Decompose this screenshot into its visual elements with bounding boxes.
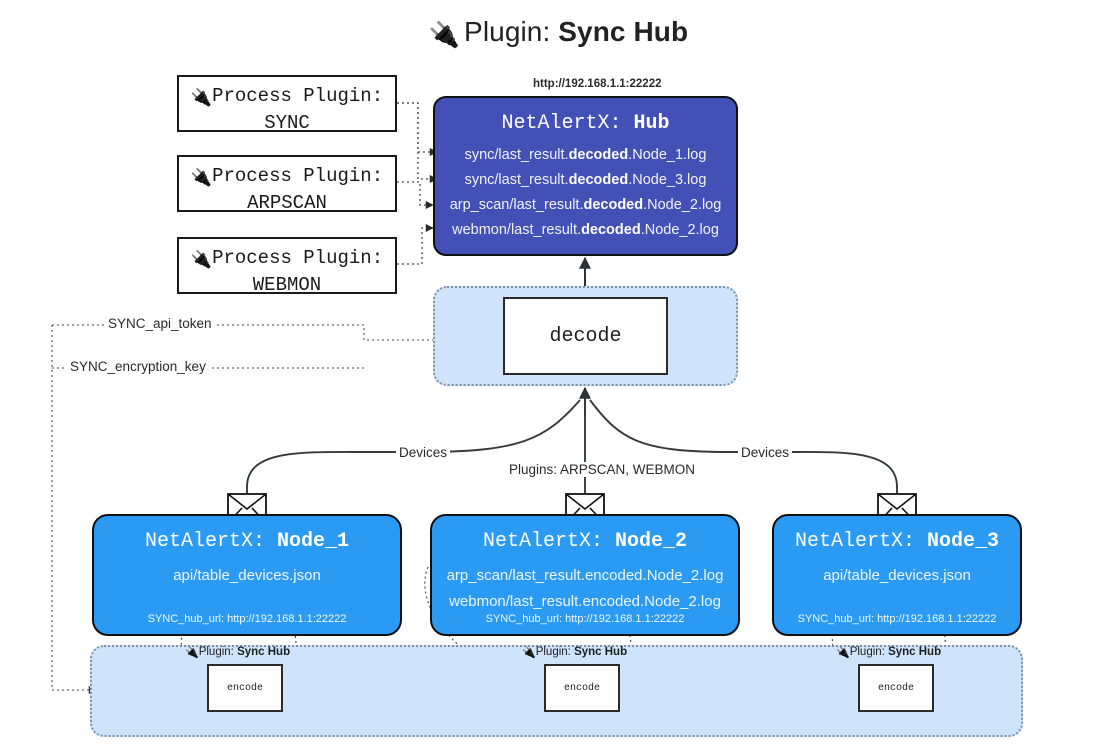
node-line: arp_scan/last_result.encoded.Node_2.log xyxy=(446,567,724,584)
process-plugin-label: Process Plugin: xyxy=(212,85,384,107)
page-title-prefix: Plugin: xyxy=(464,16,559,47)
process-plugin-name: WEBMON xyxy=(252,274,322,297)
label-sync-encryption-key: SYNC_encryption_key xyxy=(67,359,209,374)
node-footer: SYNC_hub_url: http://192.168.1.1:22222 xyxy=(797,613,997,625)
hub-log-pre: arp_scan/last_result. xyxy=(449,196,584,213)
page-title: 🔌Plugin: Sync Hub xyxy=(0,16,1117,50)
node-line: api/table_devices.json xyxy=(823,567,971,584)
node-title-name: Node_1 xyxy=(277,530,350,553)
plug-icon: 🔌 xyxy=(190,90,213,109)
node-1[interactable]: NetAlertX: Node_1 api/table_devices.json… xyxy=(92,514,402,636)
hub-log-line: sync/last_result.decoded.Node_1.log xyxy=(435,143,736,168)
encode-caption-1: 🔌Plugin: Sync Hub xyxy=(185,646,290,659)
hub-log-post: .Node_1.log xyxy=(628,147,707,163)
hub-log-post: .Node_2.log xyxy=(640,221,719,238)
process-plugin-label: Process Plugin: xyxy=(212,165,384,187)
hub-log-pre: sync/last_result. xyxy=(464,147,569,163)
node-line: webmon/last_result.encoded.Node_2.log xyxy=(449,593,721,611)
hub-node[interactable]: NetAlertX: Hub sync/last_result.decoded.… xyxy=(433,96,738,256)
node-line: api/table_devices.json xyxy=(173,567,321,584)
encode-caption-name: Sync Hub xyxy=(574,646,628,658)
node-footer: SYNC_hub_url: http://192.168.1.1:22222 xyxy=(147,613,347,625)
hub-title-prefix: NetAlertX: xyxy=(501,112,634,135)
hub-log-bold: decoded xyxy=(581,221,641,238)
encode-box-1[interactable]: encode xyxy=(207,664,283,712)
label-sync-api-token: SYNC_api_token xyxy=(105,316,215,331)
plug-icon: 🔌 xyxy=(836,647,850,659)
hub-log-pre: webmon/last_result. xyxy=(452,221,582,238)
node-title-name: Node_2 xyxy=(615,530,688,553)
node-title-prefix: NetAlertX: xyxy=(144,530,277,553)
plug-icon: 🔌 xyxy=(190,170,213,189)
process-plugin-label: Process Plugin: xyxy=(212,247,384,269)
hub-log-post: .Node_2.log xyxy=(643,196,722,213)
plug-icon: 🔌 xyxy=(428,21,461,49)
encode-box-3[interactable]: encode xyxy=(858,664,934,712)
encode-caption-prefix: Plugin: xyxy=(849,646,889,658)
edge-label-plugins-center: Plugins: ARPSCAN, WEBMON xyxy=(506,462,699,477)
encode-caption-3: 🔌Plugin: Sync Hub xyxy=(836,646,941,659)
hub-url-label: http://192.168.1.1:22222 xyxy=(533,78,662,90)
hub-log-line: arp_scan/last_result.decoded.Node_2.log xyxy=(435,193,736,218)
node-title: NetAlertX: Node_2 xyxy=(432,530,738,553)
process-plugin-arpscan[interactable]: 🔌Process Plugin: ARPSCAN xyxy=(177,155,397,214)
node-title-prefix: NetAlertX: xyxy=(482,530,615,553)
encode-caption-name: Sync Hub xyxy=(888,646,942,658)
hub-title-name: Hub xyxy=(633,112,670,135)
process-plugin-webmon[interactable]: 🔌Process Plugin: WEBMON xyxy=(177,237,397,296)
plug-icon: 🔌 xyxy=(190,252,213,271)
hub-log-post: .Node_3.log xyxy=(628,171,707,188)
node-body: api/table_devices.json xyxy=(94,563,400,589)
encode-caption-name: Sync Hub xyxy=(237,646,291,658)
node-title: NetAlertX: Node_3 xyxy=(774,530,1020,553)
node-footer: SYNC_hub_url: http://192.168.1.1:22222 xyxy=(485,613,685,625)
decode-box[interactable]: decode xyxy=(503,297,668,375)
process-plugin-sync[interactable]: 🔌Process Plugin: SYNC xyxy=(177,75,397,134)
hub-log-pre: sync/last_result. xyxy=(464,171,569,188)
process-plugin-name: ARPSCAN xyxy=(247,192,327,215)
plug-icon: 🔌 xyxy=(185,647,199,659)
page-title-name: Sync Hub xyxy=(558,16,689,47)
hub-log-line: webmon/last_result.decoded.Node_2.log xyxy=(435,218,736,243)
edge-label-devices-right: Devices xyxy=(738,445,793,460)
encode-caption-prefix: Plugin: xyxy=(198,646,238,658)
hub-log-bold: decoded xyxy=(583,196,644,213)
encode-caption-prefix: Plugin: xyxy=(535,646,575,658)
hub-log-line: sync/last_result.decoded.Node_3.log xyxy=(435,168,736,193)
hub-log-bold: decoded xyxy=(568,147,629,163)
plug-icon: 🔌 xyxy=(522,647,536,659)
node-body: api/table_devices.json xyxy=(774,563,1020,589)
hub-log-bold: decoded xyxy=(568,171,629,188)
node-title-name: Node_3 xyxy=(927,530,1000,553)
node-title-prefix: NetAlertX: xyxy=(794,530,927,553)
encode-caption-2: 🔌Plugin: Sync Hub xyxy=(522,646,627,659)
node-3[interactable]: NetAlertX: Node_3 api/table_devices.json… xyxy=(772,514,1022,636)
node-body: arp_scan/last_result.encoded.Node_2.log … xyxy=(432,563,738,616)
hub-title: NetAlertX: Hub xyxy=(435,112,736,135)
node-2[interactable]: NetAlertX: Node_2 arp_scan/last_result.e… xyxy=(430,514,740,636)
node-title: NetAlertX: Node_1 xyxy=(94,530,400,553)
hub-log-list: sync/last_result.decoded.Node_1.log sync… xyxy=(435,143,736,243)
encode-box-2[interactable]: encode xyxy=(544,664,620,712)
edge-label-devices-left: Devices xyxy=(396,445,451,460)
process-plugin-name: SYNC xyxy=(264,112,310,135)
